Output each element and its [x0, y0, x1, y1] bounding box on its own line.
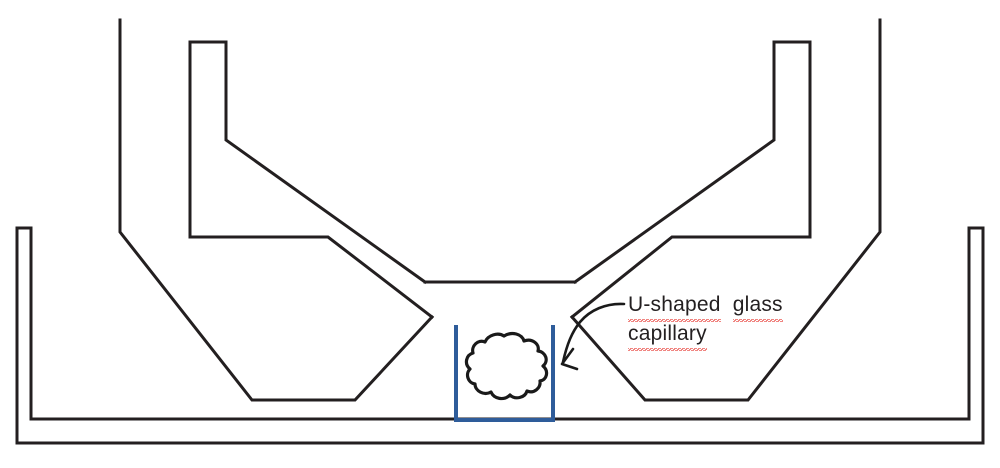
callout-leader-group: [560, 302, 626, 371]
cloud-bubble-icon: [464, 331, 549, 401]
callout-word-glass: glass: [732, 290, 783, 322]
funnel-outer-right-wall: [569, 18, 882, 402]
callout-arrow-head: [560, 347, 579, 371]
funnel-inner-right-channel: [569, 40, 812, 320]
callout-word-capillary: capillary: [628, 319, 707, 351]
callout-word-u-shaped: U-shaped: [628, 290, 721, 322]
u-shaped-capillary-group: [454, 325, 555, 422]
fluid-bubble-group: [464, 331, 549, 401]
outer-vessel-outer-wall: [15, 226, 985, 445]
callout-label-line-1: U-shaped glass: [628, 290, 783, 322]
funnel-inner-profile-group: [188, 40, 812, 320]
callout-label: U-shaped glass capillary: [628, 290, 783, 351]
funnel-inner-left-neck-inner-wall: [224, 40, 428, 285]
u-shaped-capillary: [454, 325, 555, 422]
funnel-outer-profile-group: [118, 18, 882, 402]
funnel-outer-left-wall: [118, 18, 435, 402]
callout-label-line-2: capillary: [628, 319, 783, 351]
callout-leader-line: [561, 302, 626, 364]
funnel-inner-right-neck-inner-wall: [572, 40, 776, 285]
funnel-inner-left-channel: [188, 40, 435, 320]
